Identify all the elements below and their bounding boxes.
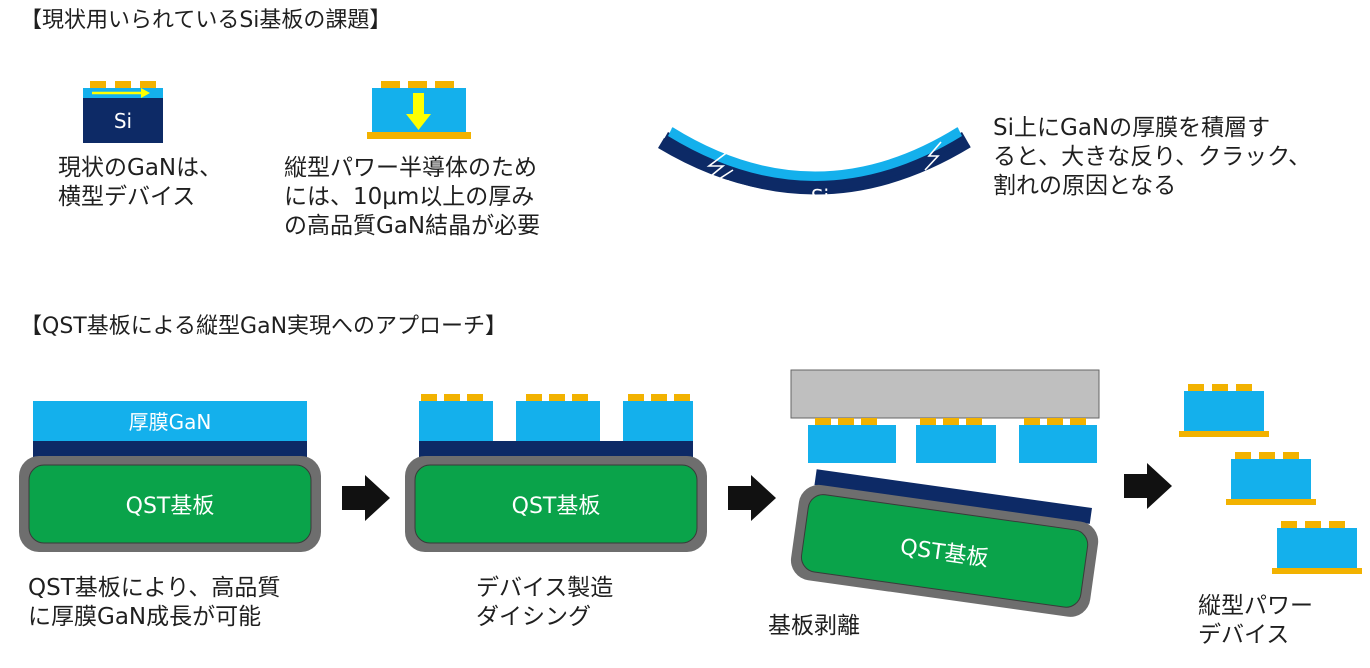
- arrow-right-icon-1: [342, 475, 390, 521]
- caption-step1-growth: QST基板により、高品質 に厚膜GaN成長が可能: [28, 575, 281, 630]
- step2-illustration: QST基板: [405, 394, 707, 552]
- heading-qst-approach: 【QST基板による縦型GaN実現へのアプローチ】: [20, 314, 508, 339]
- caption-step4-vertical-device: 縦型パワー デバイス: [1198, 593, 1313, 648]
- step1-illustration: 厚膜GaN QST基板: [19, 401, 321, 552]
- step3-illustration: QST基板: [790, 369, 1100, 617]
- si-label-small: Si: [114, 109, 132, 133]
- qst-label-step2: QST基板: [512, 494, 601, 519]
- vertical-device-illustration: [367, 81, 471, 139]
- qst-label-step1: QST基板: [126, 494, 215, 519]
- lateral-current-arrow-icon: [141, 88, 150, 98]
- caption-vertical-requirement: 縦型パワー半導体のため には、10μm以上の厚み の高品質GaN結晶が必要: [284, 155, 541, 239]
- thick-gan-label: 厚膜GaN: [129, 410, 212, 434]
- step4-illustration: [1179, 384, 1362, 574]
- arrow-right-icon-3: [1124, 463, 1172, 509]
- warped-wafer-illustration: Si: [658, 127, 971, 209]
- arrow-right-icon-2: [728, 475, 776, 521]
- lateral-device-illustration: Si: [83, 81, 163, 143]
- crack-left2-icon: [709, 169, 734, 197]
- caption-step2-fabrication: デバイス製造 ダイシング: [476, 575, 614, 630]
- vertical-current-arrow-icon: [406, 114, 431, 130]
- caption-step3-removal: 基板剥離: [768, 613, 860, 639]
- crack-left-icon: [699, 147, 734, 186]
- caption-lateral-device: 現状のGaNは、 横型デバイス: [58, 155, 223, 210]
- heading-si-issues: 【現状用いられているSi基板の課題】: [20, 8, 392, 33]
- si-label-wafer: Si: [811, 185, 829, 209]
- crack-right-icon: [924, 141, 942, 171]
- caption-warp-crack: Si上にGaNの厚膜を積層す ると、大きな反り、クラック、 割れの原因となる: [993, 115, 1312, 199]
